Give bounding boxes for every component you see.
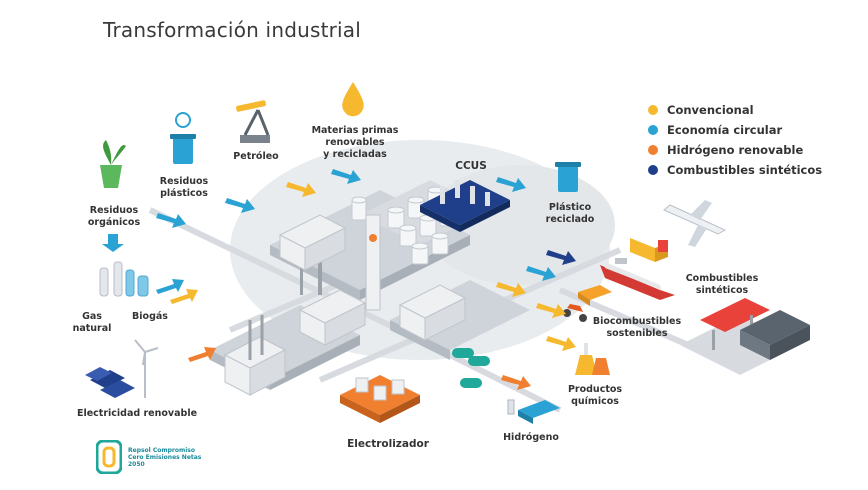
oil-drop-icon xyxy=(342,82,364,117)
motorbike xyxy=(563,304,587,322)
label-gas-natural: Gas natural xyxy=(72,311,112,334)
legend-item-hidrogeno-renovable: Hidrógeno renovable xyxy=(648,140,822,160)
electric-car xyxy=(507,399,560,424)
label-residuos-organicos: Residuos orgánicos xyxy=(87,205,141,228)
arrow-blue-3 xyxy=(331,169,361,184)
airplane xyxy=(663,200,727,247)
label-biogas: Biogás xyxy=(132,311,168,322)
chemical-flasks xyxy=(575,343,610,375)
arrow-blue-6 xyxy=(526,266,556,281)
tanker-truck xyxy=(630,238,668,262)
orange-car xyxy=(578,285,612,306)
hydrogen-tanks xyxy=(452,348,490,388)
page-title: Transformación industrial xyxy=(103,18,362,42)
label-electrolizador: Electrolizador xyxy=(347,438,429,450)
label-combustibles-sinteticos: Combustibles sintéticos xyxy=(685,273,759,296)
flow-arrows xyxy=(102,169,576,390)
recycled-plastic-bin-icon xyxy=(555,162,581,192)
label-petroleo: Petróleo xyxy=(233,151,279,162)
arrow-yellow-1 xyxy=(286,182,316,197)
legend-dot-icon xyxy=(648,105,658,115)
solar-panels xyxy=(85,367,135,398)
electrolyzer-block xyxy=(340,375,420,423)
legend-item-economia-circular: Economía circular xyxy=(648,120,822,140)
label-ccus: CCUS xyxy=(455,160,487,172)
ccus-block xyxy=(420,180,510,232)
refinery-tower xyxy=(300,214,381,311)
logo-text: Repsol Compromiso Cero Emisiones Netas 2… xyxy=(128,446,202,468)
net-zero-logo-icon xyxy=(96,440,122,474)
arrow-yellow-3 xyxy=(496,282,526,297)
legend-item-convencional: Convencional xyxy=(648,100,822,120)
label-residuos-plasticos: Residuos plásticos xyxy=(159,176,209,199)
label-biocombustibles: Biocombustibles sostenibles xyxy=(592,316,682,339)
plastic-bin-icon xyxy=(170,112,196,164)
repsol-logo: Repsol Compromiso Cero Emisiones Netas 2… xyxy=(96,440,201,474)
label-materias-primas: Materias primas renovables y recicladas xyxy=(311,125,399,160)
arrow-down-blue xyxy=(102,234,124,252)
legend-dot-icon xyxy=(648,145,658,155)
arrow-yellow-4 xyxy=(536,303,566,318)
arrow-orange-2 xyxy=(501,375,531,390)
arrow-blue-2 xyxy=(225,198,255,213)
arrow-blue-5 xyxy=(496,177,526,192)
arrow-blue-4 xyxy=(156,279,184,294)
legend-dot-icon xyxy=(648,125,658,135)
label-hidrogeno: Hidrógeno xyxy=(503,432,559,443)
arrow-blue-1 xyxy=(156,213,186,228)
label-electricidad-renovable: Electricidad renovable xyxy=(76,408,198,419)
label-productos-quimicos: Productos químicos xyxy=(567,384,623,407)
arrow-yellow-2 xyxy=(170,289,198,304)
arrow-navy-1 xyxy=(546,250,576,265)
legend-item-combustibles-sinteticos: Combustibles sintéticos xyxy=(648,160,822,180)
organic-waste-icon xyxy=(100,140,126,188)
arrow-yellow-5 xyxy=(546,336,576,351)
wind-turbine xyxy=(134,339,159,398)
arrow-orange-1 xyxy=(188,347,216,362)
processing-units xyxy=(223,214,467,396)
legend: Convencional Economía circular Hidrógeno… xyxy=(648,100,822,180)
left-chimneys xyxy=(248,315,264,360)
legend-dot-icon xyxy=(648,165,658,175)
gas-pipes xyxy=(99,261,149,297)
label-plastico-reciclado: Plástico reciclado xyxy=(545,202,595,225)
gas-station xyxy=(680,298,810,375)
tanker-ship xyxy=(600,258,675,300)
oil-pump-icon xyxy=(236,100,270,143)
